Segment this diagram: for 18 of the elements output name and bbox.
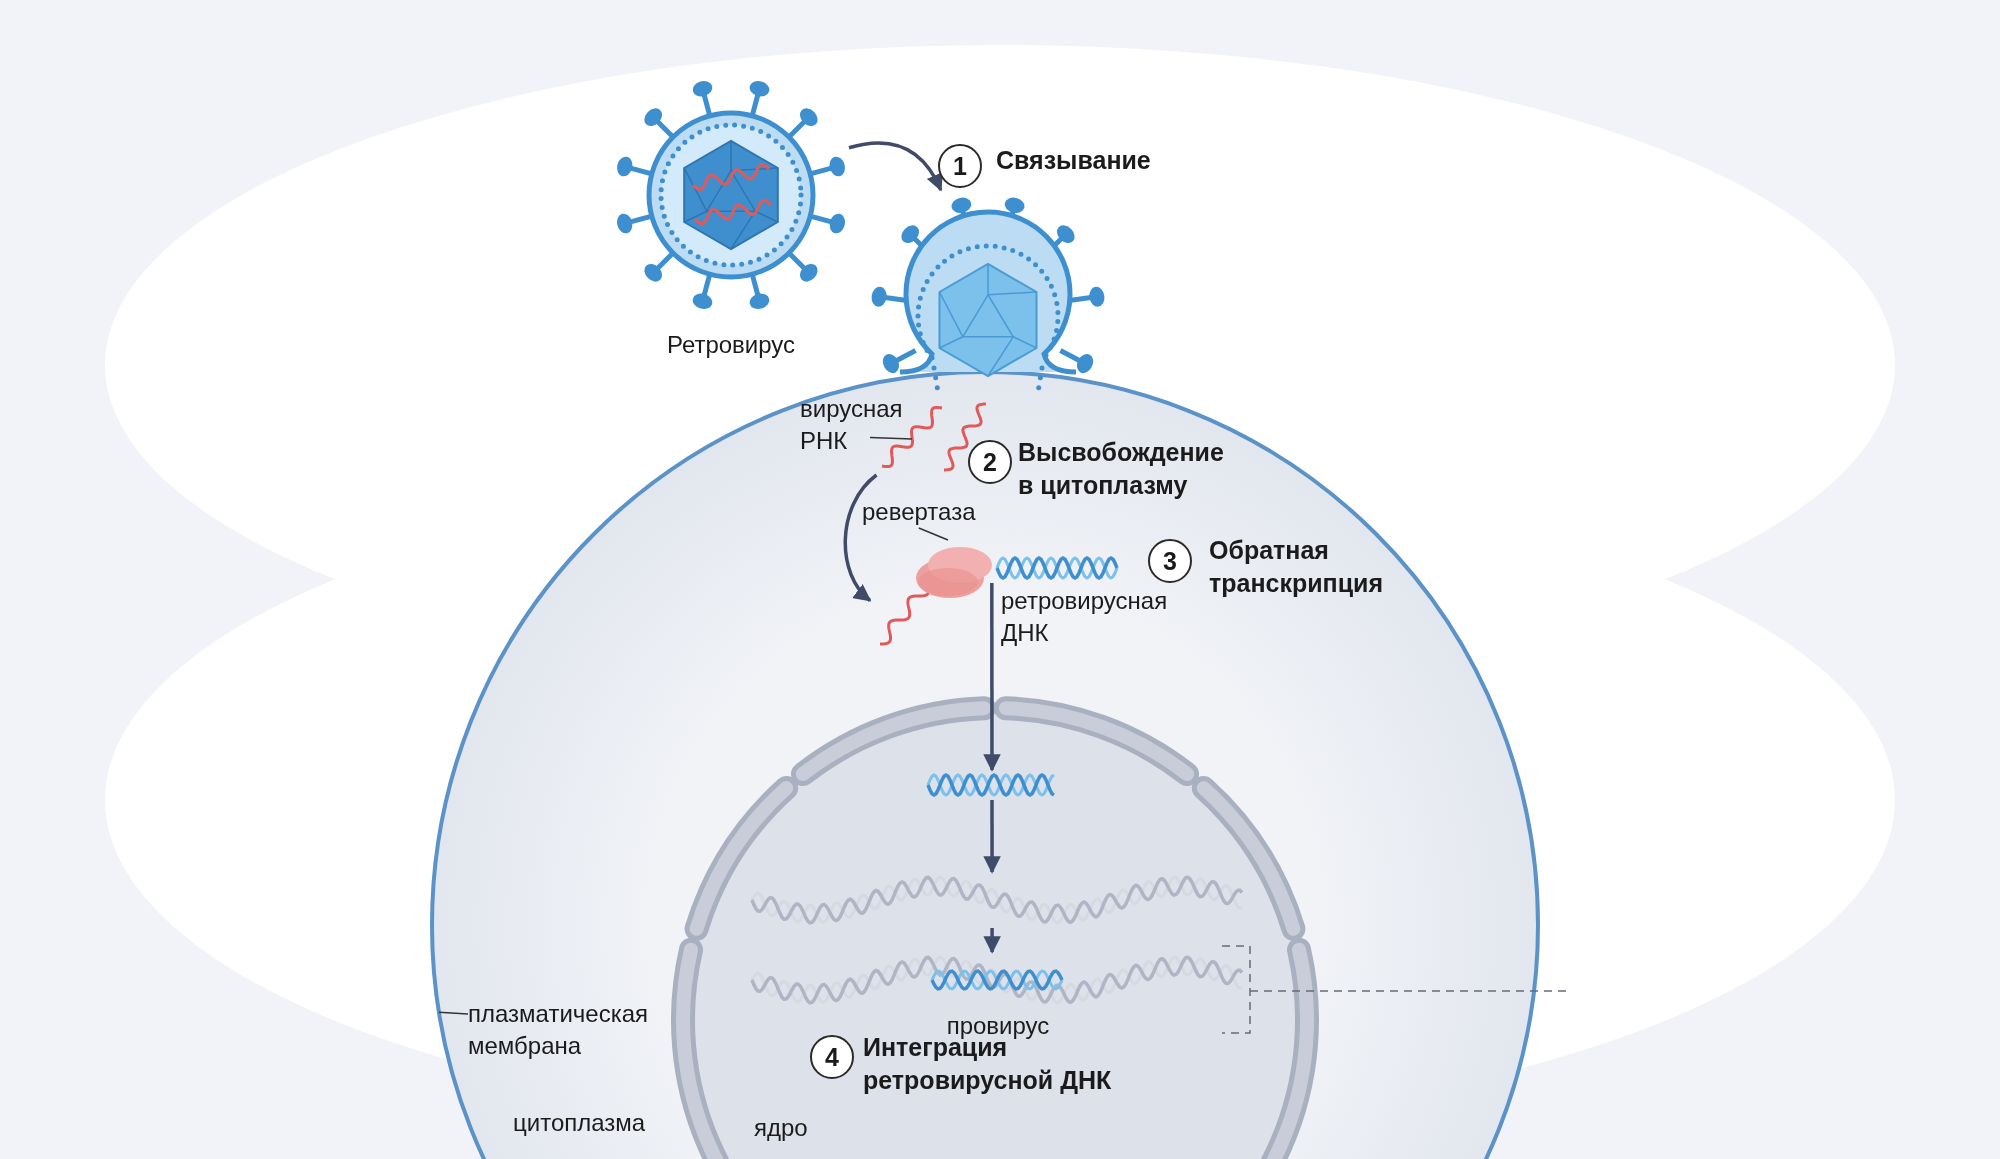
arrow: [983, 928, 1001, 954]
annotation-label: плазматическая мембрана: [468, 998, 688, 1062]
arrow: [983, 583, 1001, 772]
region-label: ядро: [754, 1113, 808, 1143]
arrow: [983, 800, 1001, 874]
caption-label: ретровирусная ДНК: [1001, 586, 1169, 648]
region-label: цитоплазма: [513, 1108, 646, 1138]
step-title: Высвобождение в цитоплазму: [1018, 437, 1225, 501]
arrow: [848, 141, 943, 192]
arrow: [843, 473, 878, 602]
caption-label: Ретровирус: [665, 330, 797, 360]
leader-line: [438, 1011, 469, 1015]
step-title: Связывание: [996, 145, 1152, 176]
step-title: Обратная транскрипция: [1209, 535, 1384, 599]
annotation-label: ревертаза: [862, 496, 976, 528]
leader-line: [869, 436, 913, 440]
annotation-label: вирусная РНК: [800, 393, 912, 457]
leader-line: [918, 527, 949, 541]
